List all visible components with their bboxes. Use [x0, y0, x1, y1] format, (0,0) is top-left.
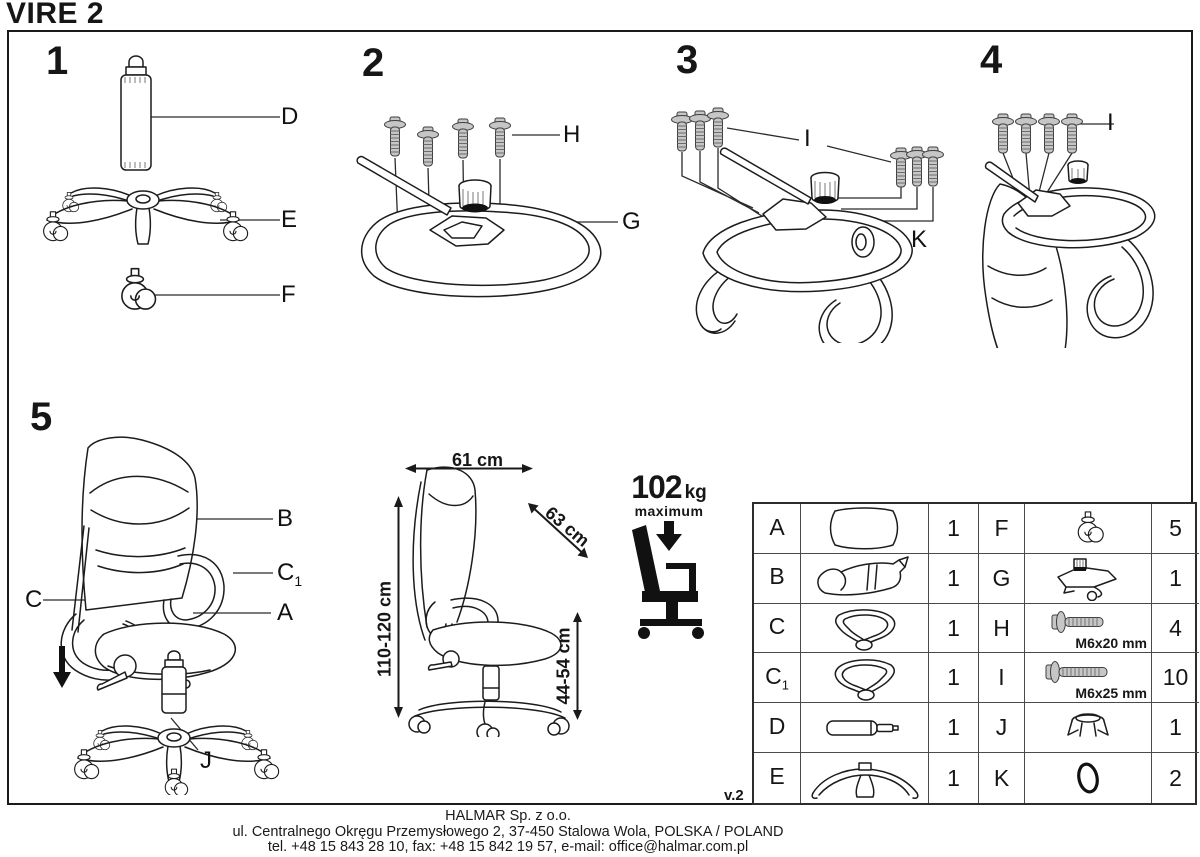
version-label: v.2	[724, 787, 744, 804]
part-c-icon-cell	[801, 603, 929, 654]
part-g-letter: G	[979, 553, 1025, 604]
clip-icon	[1067, 712, 1109, 737]
part-k-letter: K	[979, 753, 1025, 803]
part-d-letter: D	[754, 703, 801, 754]
part-b-letter: B	[754, 553, 801, 604]
max-load-unit: kg	[684, 482, 707, 503]
armrest-icon	[834, 609, 895, 651]
seat-height-dimension: 44-54 cm	[553, 627, 574, 705]
caster-icon	[1077, 511, 1104, 543]
part-d-qty: 1	[929, 703, 979, 754]
part-c-letter: C	[754, 603, 801, 654]
part-f-icon-cell	[1025, 504, 1152, 554]
dimension-chair-drawing	[408, 466, 570, 737]
part-label-g: G	[622, 208, 641, 235]
part-b-icon-cell	[801, 553, 929, 604]
step-3-number: 3	[676, 38, 699, 82]
mechanism-icon	[1057, 558, 1117, 602]
part-h-qty: 4	[1152, 604, 1199, 654]
part-j-qty: 1	[1152, 703, 1199, 754]
part-label-a: A	[277, 599, 294, 626]
width-dimension: 61 cm	[452, 450, 504, 470]
footer-contact: tel. +48 15 843 28 10, fax: +48 15 842 1…	[267, 839, 749, 856]
part-label-b: B	[277, 505, 294, 532]
part-i-letter: I	[979, 653, 1025, 704]
part-e-qty: 1	[929, 753, 979, 803]
seat-top-icon	[829, 507, 898, 550]
gas-lift-drawing	[128, 55, 144, 68]
part-label-i4: I	[1107, 109, 1114, 136]
part-label-c: C	[25, 586, 43, 613]
ring-icon	[1077, 762, 1099, 794]
page-title: VIRE 2	[6, 0, 105, 30]
step-3-drawing	[671, 107, 944, 343]
part-e-icon-cell	[801, 753, 929, 803]
height-dimension: 110-120 cm	[374, 580, 395, 678]
part-c-qty: 1	[929, 603, 979, 654]
step-5-drawing	[43, 436, 328, 795]
part-label-d: D	[281, 103, 299, 130]
footer: HALMAR Sp. z o.o. ul. Centralnego Okręgu…	[0, 808, 1016, 856]
armrest-mirrored-icon	[834, 659, 895, 701]
part-d-icon-cell	[801, 703, 929, 754]
step-4-number: 4	[980, 38, 1003, 82]
depth-arrow	[528, 503, 588, 558]
down-arrow-icon	[53, 646, 71, 688]
part-c1-qty: 1	[929, 653, 979, 704]
base-icon	[810, 762, 919, 800]
part-label-k: K	[911, 226, 928, 253]
screw-h-size-note: M6x20 mm	[1075, 635, 1147, 652]
part-i-qty: 10	[1152, 653, 1199, 704]
part-g-icon-cell	[1025, 553, 1152, 604]
part-label-h: H	[563, 121, 581, 148]
part-b-qty: 1	[929, 553, 979, 604]
footer-address: ul. Centralnego Okręgu Przemysłowego 2, …	[232, 823, 784, 840]
height-arrow	[394, 496, 403, 718]
max-load-caption: maximum	[634, 503, 704, 519]
part-f-letter: F	[979, 504, 1025, 554]
step-2-number: 2	[362, 41, 385, 85]
part-j-icon-cell	[1025, 703, 1152, 754]
part-a-letter: A	[754, 504, 801, 554]
part-j-letter: J	[979, 703, 1025, 754]
part-label-f: F	[281, 281, 296, 308]
part-a-qty: 1	[929, 504, 979, 554]
part-c1-letter: C1	[754, 653, 801, 704]
part-i-icon-cell: M6x25 mm	[1025, 653, 1152, 704]
part-label-c1: C1	[277, 559, 303, 589]
width-arrow	[405, 464, 533, 473]
part-a-icon-cell	[801, 504, 929, 554]
part-f-qty: 5	[1152, 504, 1199, 554]
part-g-qty: 1	[1152, 554, 1199, 604]
max-load-block: 102 kg maximum	[627, 469, 711, 519]
parts-table: A 1 F 5 B 1 G 1 C	[752, 502, 1199, 805]
step-2-drawing	[356, 116, 618, 298]
step-5-number: 5	[30, 395, 53, 439]
part-h-icon-cell: M6x20 mm	[1025, 603, 1152, 654]
part-e-letter: E	[754, 753, 801, 803]
backrest-icon	[816, 556, 909, 596]
part-k-qty: 2	[1169, 764, 1182, 791]
max-load-chair-icon	[632, 521, 704, 639]
part-k-icon-cell	[1025, 753, 1152, 803]
seat-height-arrow	[573, 612, 582, 720]
part-label-e: E	[281, 206, 298, 233]
screw-i-size-note: M6x25 mm	[1075, 685, 1147, 702]
step-1-number: 1	[46, 39, 69, 83]
caster-drawing	[121, 267, 157, 310]
step-1-drawing	[25, 55, 280, 310]
gas-lift-icon	[825, 719, 899, 736]
part-h-letter: H	[979, 603, 1025, 654]
step-4-drawing	[982, 113, 1156, 348]
cap-disc-drawing	[851, 226, 875, 258]
part-label-i: I	[804, 125, 811, 152]
part-label-j: J	[200, 747, 212, 774]
part-c1-icon-cell	[801, 653, 929, 704]
max-load-value: 102	[631, 469, 682, 505]
footer-company: HALMAR Sp. z o.o.	[445, 808, 571, 824]
star-base-drawing	[44, 188, 248, 244]
